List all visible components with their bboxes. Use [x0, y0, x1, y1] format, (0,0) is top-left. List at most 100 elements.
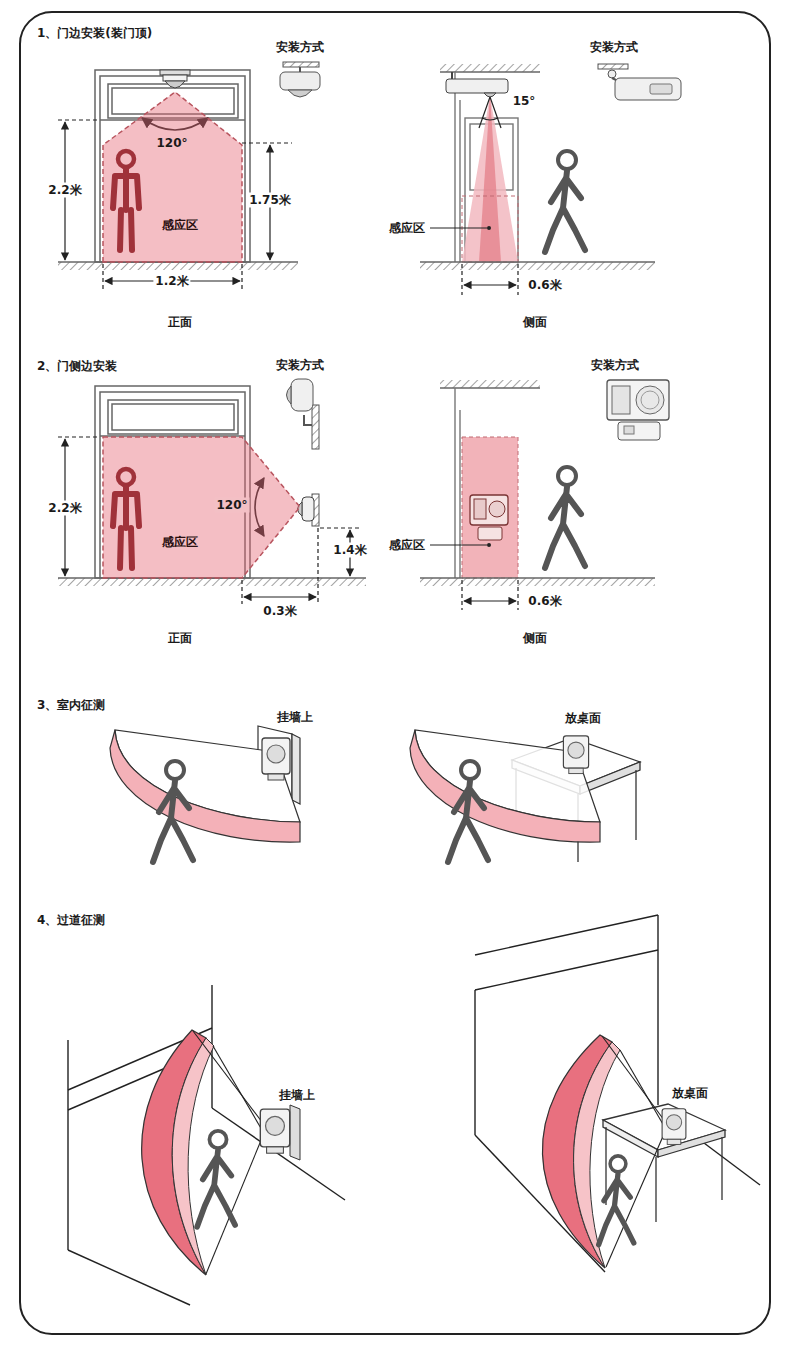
mount-icon [607, 380, 669, 440]
ceiling-hatch [440, 64, 540, 72]
mount-icon [299, 67, 301, 72]
dimension-label: 0.6米 [526, 278, 563, 293]
dimension-lines [241, 264, 242, 292]
dimension-lines [462, 580, 518, 610]
mount-icon [615, 78, 681, 100]
dimension-lines [461, 264, 462, 295]
desk [635, 770, 636, 840]
mount-caption: 放桌面 [670, 1086, 710, 1101]
sensing-zone: 感应区 [103, 437, 300, 578]
door-front-1 [95, 70, 250, 262]
sensor-device [262, 738, 290, 780]
ground-hatch [58, 578, 366, 586]
walking-person [545, 151, 585, 252]
beam-lines [193, 1031, 262, 1274]
wall-sensor-side [478, 527, 502, 540]
leader-dot [487, 226, 491, 230]
corridor [212, 1108, 345, 1200]
mount-icon [291, 379, 313, 411]
walking-person [545, 467, 585, 568]
walking-person [448, 761, 488, 862]
view-caption: 侧面 [521, 315, 549, 330]
angle-label: 120° [214, 498, 249, 513]
angle-mark [482, 118, 498, 120]
dimension-lines [241, 580, 242, 604]
door-side-2 [454, 388, 455, 578]
beam-lines [602, 1036, 664, 1120]
dimension-lines [461, 580, 462, 610]
zone-label: 感应区 [387, 221, 427, 236]
door-front-2 [108, 400, 238, 434]
zone-outline [103, 437, 300, 578]
desk [655, 1157, 656, 1222]
mount-icon [304, 415, 312, 425]
dimension-lines [517, 264, 518, 295]
sensor-device [662, 1109, 686, 1145]
mount-icon [283, 62, 319, 67]
sensing-zone-side [462, 437, 518, 578]
ceiling-sensor [163, 75, 187, 81]
detection-fan-top [115, 730, 300, 822]
zone-outline [103, 92, 242, 262]
ground-line [420, 577, 655, 579]
dimension-lines [317, 528, 318, 604]
dimension-lines [102, 264, 103, 292]
mount-icon [287, 386, 292, 404]
dimension-label: 1.2米 [153, 274, 190, 289]
dimension-lines [464, 284, 516, 285]
door-side-1 [459, 100, 460, 262]
mount-caption: 安装方式 [274, 40, 326, 55]
ceiling-sensor-side [446, 72, 508, 97]
angle-mark [479, 97, 490, 128]
detection-band [410, 730, 600, 842]
angle-mark [479, 97, 501, 128]
dimension-label: 1.75米 [247, 193, 293, 208]
leader-dot [487, 543, 491, 547]
corridor [657, 915, 658, 1105]
dimension-lines [242, 142, 292, 143]
walking-person [599, 1156, 634, 1245]
leader-line [430, 228, 487, 229]
door-front-1 [95, 70, 250, 262]
mount-icon [288, 90, 312, 97]
detection-band-inner [172, 1038, 214, 1275]
beam-lines [602, 1036, 664, 1267]
dimension-label: 2.2米 [46, 183, 83, 198]
mount-caption: 安装方式 [588, 40, 640, 55]
leader-line [430, 545, 487, 546]
mount-icon [624, 426, 634, 434]
angle-label: 15° [511, 94, 538, 109]
ceiling-sensor-side [446, 79, 508, 93]
view-caption: 正面 [166, 631, 194, 646]
mount-caption: 安装方式 [274, 358, 326, 373]
walking-person [153, 761, 193, 862]
dimension-lines [464, 600, 516, 601]
outer-border [20, 12, 770, 1334]
mount-icon [287, 379, 320, 449]
sensing-zone: 感应区 [103, 92, 242, 262]
door-front-1 [100, 76, 245, 262]
door-side-1 [454, 72, 455, 262]
sensor-device [260, 1109, 289, 1153]
dimension-lines [58, 436, 100, 437]
ground-line [420, 261, 655, 263]
angle-mark [490, 97, 501, 128]
mount-icon [650, 84, 672, 94]
angle-label: 120° [154, 136, 189, 151]
corridor [68, 985, 345, 1305]
sensing-beam-core [479, 95, 501, 262]
corridor [67, 1040, 68, 1250]
beam-lines [193, 1031, 262, 1122]
zone-outline [462, 196, 518, 262]
mount-caption: 挂墙上 [277, 1088, 317, 1103]
mount-icon [598, 64, 681, 100]
beam-lines [620, 1050, 664, 1126]
wall-sensor [302, 497, 314, 521]
door-side-1 [455, 72, 518, 262]
mount-caption: 安装方式 [589, 358, 641, 373]
ceiling-sensor [160, 70, 190, 75]
corridor [474, 990, 475, 1135]
corridor [475, 950, 658, 990]
wall-plate [290, 1105, 300, 1160]
